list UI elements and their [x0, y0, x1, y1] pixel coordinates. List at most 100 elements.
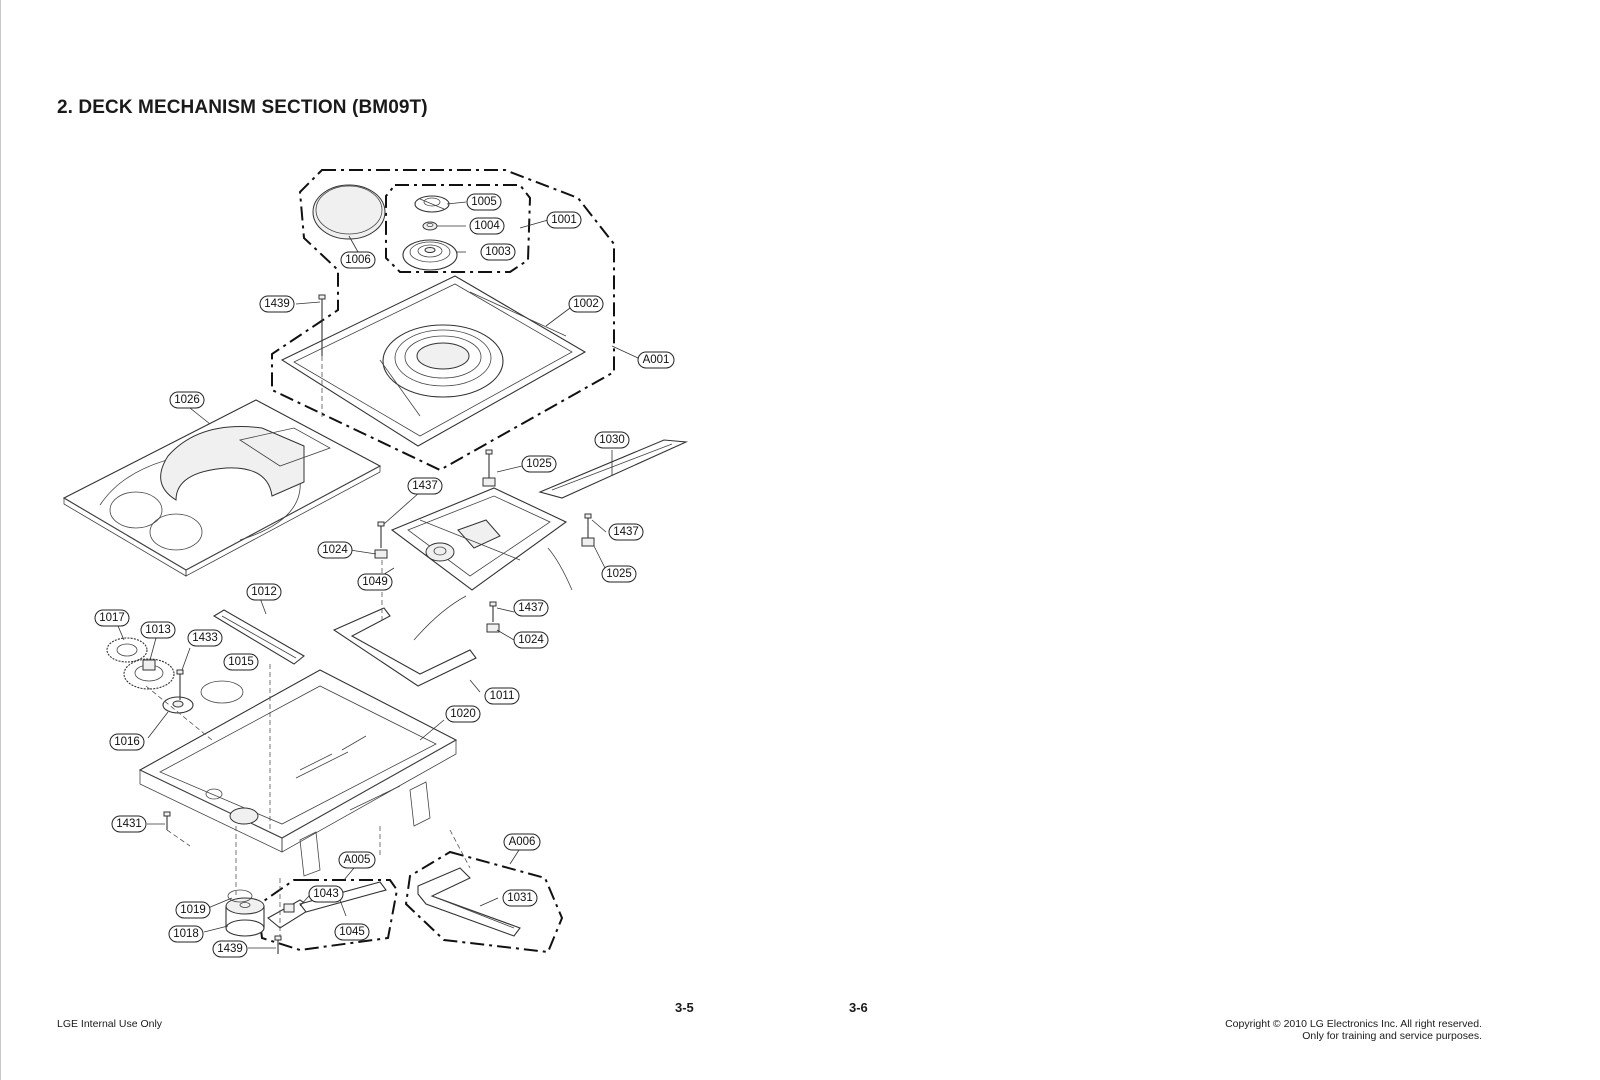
page-number-right: 3-6: [849, 1000, 868, 1015]
part-1025-damper-a: [482, 449, 496, 487]
part-1031-flat-cable: [417, 867, 521, 937]
part-1026-tray: [62, 399, 382, 577]
svg-text:1003: 1003: [485, 246, 511, 258]
part-1012-slider: [212, 609, 305, 665]
svg-text:1437: 1437: [518, 602, 544, 614]
svg-text:1001: 1001: [551, 214, 577, 226]
part-label-1433: 1433: [187, 629, 223, 647]
footer-copyright: Copyright © 2010 LG Electronics Inc. All…: [1225, 1018, 1482, 1042]
svg-text:1011: 1011: [490, 690, 515, 702]
svg-text:1020: 1020: [450, 708, 476, 720]
part-label-1006: 1006: [340, 251, 376, 269]
svg-text:1433: 1433: [192, 632, 218, 644]
svg-text:1439: 1439: [264, 298, 290, 310]
part-label-1002: 1002: [568, 295, 604, 313]
svg-text:A006: A006: [509, 836, 536, 848]
part-label-1025-a: 1025: [521, 455, 557, 473]
leader-lines: [117, 201, 639, 949]
svg-text:1049: 1049: [362, 576, 388, 588]
part-1049-traverse-unit: [390, 487, 573, 641]
part-1030-flat-cable: [538, 439, 689, 499]
part-label-1001: 1001: [546, 211, 582, 229]
svg-text:A005: A005: [344, 854, 371, 866]
svg-text:1016: 1016: [114, 736, 140, 748]
svg-text:1045: 1045: [339, 926, 365, 938]
part-label-1439-bottom: 1439: [212, 940, 248, 958]
part-label-1024-b: 1024: [513, 631, 549, 649]
svg-text:1024: 1024: [518, 634, 544, 646]
svg-text:A001: A001: [643, 354, 670, 366]
part-1024-damper-b: [486, 601, 500, 633]
svg-text:1006: 1006: [345, 254, 371, 266]
part-1024-damper-a: [374, 521, 388, 559]
part-label-a001: A001: [637, 351, 675, 369]
svg-text:1005: 1005: [471, 196, 497, 208]
part-1003-clamper: [402, 239, 458, 271]
part-1017-gear: [106, 637, 148, 663]
part-label-1025-b: 1025: [601, 565, 637, 583]
page-number-left: 3-5: [675, 1000, 694, 1015]
svg-text:1043: 1043: [313, 888, 339, 900]
part-label-1437-b: 1437: [608, 523, 644, 541]
assembly-a005-boundary: [256, 879, 399, 952]
part-1018-motor: [225, 897, 265, 937]
part-label-a005: A005: [338, 851, 376, 869]
svg-text:1018: 1018: [173, 928, 199, 940]
part-label-1031: 1031: [502, 889, 538, 907]
part-label-1018: 1018: [168, 925, 204, 943]
svg-text:1025: 1025: [526, 458, 552, 470]
part-label-1437-c: 1437: [513, 599, 549, 617]
part-1020-main-chassis: [138, 669, 458, 877]
part-label-1003: 1003: [480, 243, 516, 261]
part-1005-clamper-top: [414, 195, 450, 213]
part-label-1019: 1019: [175, 901, 211, 919]
part-1006-disc: [312, 184, 386, 240]
page-title: 2. DECK MECHANISM SECTION (BM09T): [57, 97, 428, 118]
part-1025-damper-b: [581, 513, 595, 547]
part-label-1015: 1015: [223, 653, 259, 671]
part-1431-screw: [163, 811, 171, 830]
svg-text:1431: 1431: [116, 818, 142, 830]
part-label-1004: 1004: [469, 217, 505, 235]
svg-text:1015: 1015: [228, 656, 254, 668]
svg-text:1031: 1031: [507, 892, 533, 904]
part-label-1013: 1013: [140, 621, 176, 639]
assembly-1001-boundary: [385, 184, 532, 273]
copyright-line-1: Copyright © 2010 LG Electronics Inc. All…: [1225, 1018, 1482, 1030]
svg-text:1025: 1025: [606, 568, 632, 580]
part-label-1049: 1049: [357, 573, 393, 591]
part-1002-top-cover: [280, 275, 587, 447]
svg-text:1024: 1024: [322, 544, 348, 556]
part-label-1026: 1026: [169, 391, 205, 409]
part-label-1437-a: 1437: [407, 477, 443, 495]
assembly-a001-boundary: [271, 169, 615, 472]
svg-text:1002: 1002: [573, 298, 599, 310]
part-label-1024-a: 1024: [317, 541, 353, 559]
part-label-1005: 1005: [466, 193, 502, 211]
svg-text:1017: 1017: [99, 612, 125, 624]
part-label-1016: 1016: [109, 733, 145, 751]
part-1004-magnet: [422, 221, 438, 231]
svg-text:1019: 1019: [180, 904, 206, 916]
part-label-1012: 1012: [246, 583, 282, 601]
svg-text:1439: 1439: [217, 943, 243, 955]
assembly-a006-boundary: [404, 850, 564, 954]
part-label-1030: 1030: [594, 431, 630, 449]
footer-internal-use: LGE Internal Use Only: [57, 1018, 163, 1030]
part-1045-cable: [299, 881, 387, 913]
part-1439-screw-top: [318, 294, 326, 356]
part-label-1431: 1431: [111, 815, 147, 833]
part-1019-belt: [227, 889, 253, 903]
svg-text:1013: 1013: [145, 624, 171, 636]
part-1015-belt: [200, 680, 244, 704]
part-label-1045: 1045: [334, 923, 370, 941]
svg-text:1437: 1437: [412, 480, 438, 492]
part-label-1017: 1017: [94, 609, 130, 627]
copyright-line-2: Only for training and service purposes.: [1302, 1030, 1482, 1042]
part-label-1011: 1011: [484, 687, 520, 705]
svg-text:1004: 1004: [474, 220, 500, 232]
part-1011-bracket: [332, 607, 477, 687]
page-edge-rule: [0, 0, 1, 1080]
part-label-1020: 1020: [445, 705, 481, 723]
